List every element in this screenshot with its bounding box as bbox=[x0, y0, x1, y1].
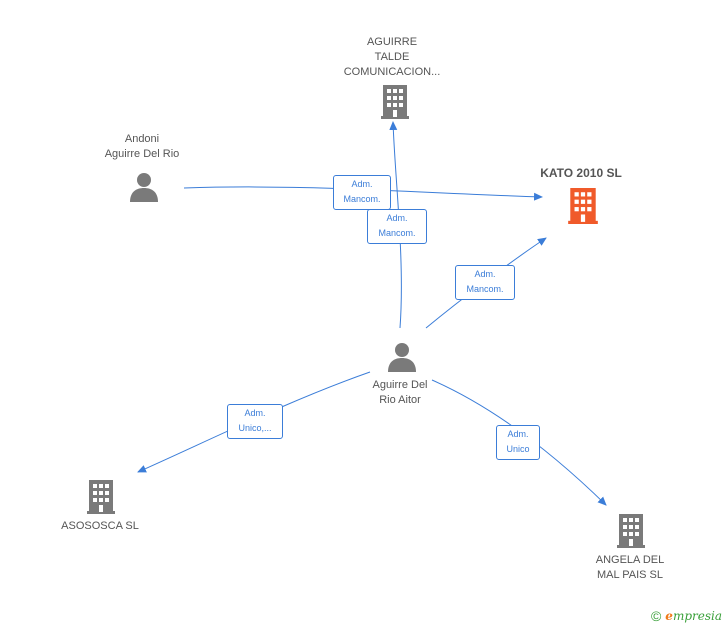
label-line: ASOSOSCA SL bbox=[61, 520, 139, 532]
person-icon[interactable] bbox=[388, 342, 416, 372]
node-label-angela[interactable]: ANGELA DEL MAL PAIS SL bbox=[570, 553, 690, 583]
node-label-andoni[interactable]: Andoni Aguirre Del Rio bbox=[82, 132, 202, 162]
edge-label-aitor-asososca[interactable]: Adm. Unico,... bbox=[227, 404, 283, 439]
brand-logo: empresia bbox=[665, 609, 722, 623]
label-line: Andoni bbox=[124, 133, 160, 145]
label-line: AGUIRRE bbox=[366, 36, 418, 48]
edge-label-line: Unico bbox=[506, 444, 530, 454]
building-icon[interactable] bbox=[87, 480, 115, 514]
label-line: Aguirre Del Rio bbox=[104, 148, 180, 160]
building-icon-highlight[interactable] bbox=[567, 188, 599, 224]
edge-label-line: Mancom. bbox=[466, 284, 504, 294]
label-line: Aguirre Del bbox=[372, 379, 428, 391]
edge-label-line: Adm. bbox=[386, 213, 408, 223]
person-icon[interactable] bbox=[130, 172, 158, 202]
label-line: KATO 2010 SL bbox=[540, 166, 622, 180]
brand-initial: e bbox=[665, 609, 673, 623]
edge-label-line: Adm. bbox=[244, 408, 266, 418]
footer-brand[interactable]: © empresia bbox=[651, 608, 722, 624]
edge-label-andoni-kato[interactable]: Adm. Mancom. bbox=[333, 175, 391, 210]
label-line: Rio Aitor bbox=[379, 394, 421, 406]
brand-rest: mpresia bbox=[672, 609, 722, 623]
edge-label-line: Adm. bbox=[507, 429, 529, 439]
label-line: COMUNICACION... bbox=[343, 66, 441, 78]
node-label-kato[interactable]: KATO 2010 SL bbox=[521, 166, 641, 181]
node-label-aitor[interactable]: Aguirre Del Rio Aitor bbox=[340, 378, 460, 408]
building-icon[interactable] bbox=[381, 85, 409, 119]
building-icon[interactable] bbox=[617, 514, 645, 548]
edge-label-aitor-kato[interactable]: Adm. Mancom. bbox=[455, 265, 515, 300]
edge-label-line: Adm. bbox=[474, 269, 496, 279]
edge-label-line: Mancom. bbox=[343, 194, 381, 204]
edge-label-line: Unico,... bbox=[238, 423, 272, 433]
edge-label-line: Adm. bbox=[351, 179, 373, 189]
label-line: TALDE bbox=[374, 51, 410, 63]
node-label-asososca[interactable]: ASOSOSCA SL bbox=[40, 519, 160, 534]
label-line: ANGELA DEL bbox=[595, 554, 665, 566]
copyright-icon: © bbox=[650, 608, 662, 624]
edge-label-aitor-talde[interactable]: Adm. Mancom. bbox=[367, 209, 427, 244]
edge-label-aitor-angela[interactable]: Adm. Unico bbox=[496, 425, 540, 460]
node-label-aguirre-talde[interactable]: AGUIRRE TALDE COMUNICACION... bbox=[332, 35, 452, 80]
label-line: MAL PAIS SL bbox=[596, 569, 664, 581]
edge-label-line: Mancom. bbox=[378, 228, 416, 238]
